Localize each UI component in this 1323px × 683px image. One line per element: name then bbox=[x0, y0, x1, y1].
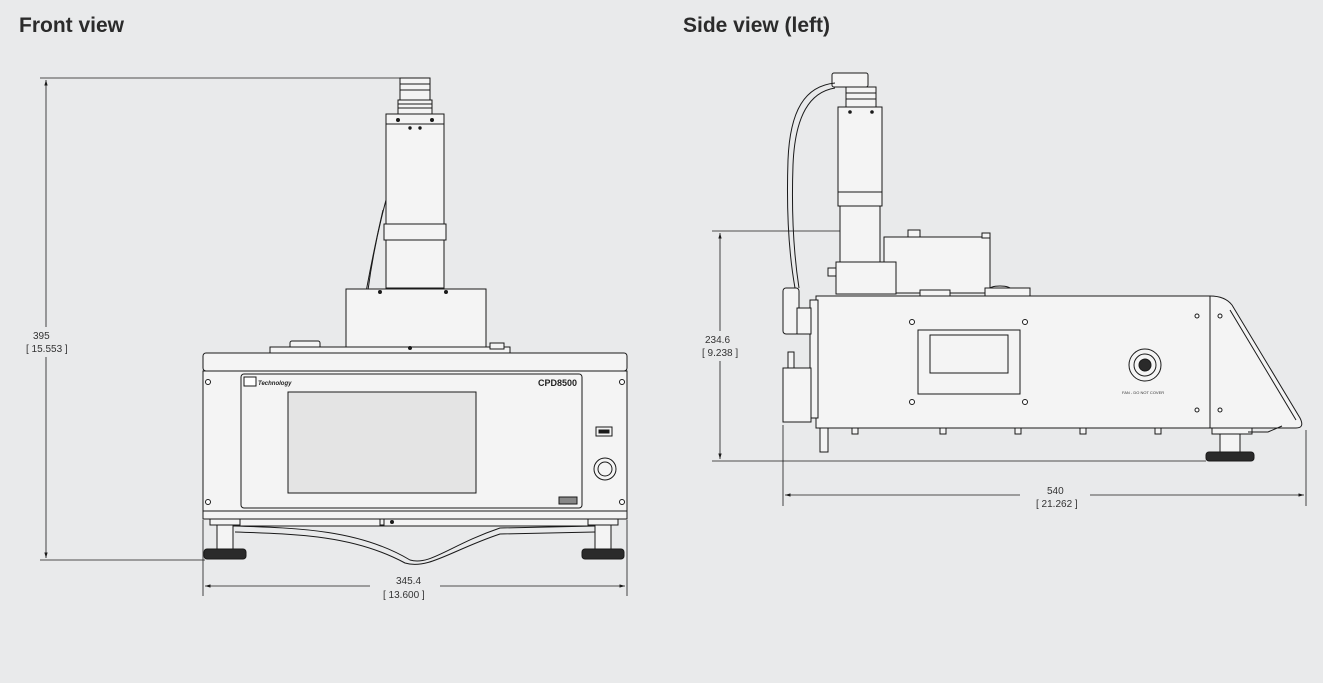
front-view-drawing bbox=[202, 77, 628, 565]
side-height-inch: [ 9.238 ] bbox=[702, 348, 738, 359]
display-screen bbox=[287, 391, 477, 494]
front-width-mm: 345.4 bbox=[396, 576, 421, 587]
front-logo-badge bbox=[243, 376, 257, 387]
fan-vent bbox=[1128, 348, 1162, 382]
side-length-inch: [ 21.262 ] bbox=[1036, 499, 1078, 510]
front-piston-column bbox=[365, 113, 447, 293]
side-main-body bbox=[815, 295, 1303, 429]
side-view-drawing bbox=[782, 72, 1303, 462]
front-view-title: Front view bbox=[19, 14, 125, 37]
front-dimensions bbox=[40, 77, 628, 596]
side-rear-box bbox=[883, 236, 991, 294]
front-right-foot bbox=[581, 518, 625, 560]
front-lid bbox=[202, 352, 628, 372]
side-view-title: Side view (left) bbox=[683, 14, 831, 37]
front-top-connector bbox=[397, 77, 433, 115]
side-foot bbox=[1205, 427, 1255, 462]
front-width-inch: [ 13.600 ] bbox=[383, 590, 425, 601]
side-height-mm: 234.6 bbox=[705, 335, 730, 346]
side-top-connector bbox=[831, 72, 877, 108]
front-logo-text: Technology bbox=[258, 381, 292, 387]
front-left-foot bbox=[203, 518, 247, 560]
front-model-label: CPD8500 bbox=[538, 378, 577, 388]
front-height-mm: 395 bbox=[33, 331, 50, 342]
fan-warning-label: FAN - DO NOT COVER bbox=[1122, 390, 1164, 395]
front-height-inch: [ 15.553 ] bbox=[26, 344, 68, 355]
side-dimensions bbox=[712, 230, 1307, 506]
front-top-block bbox=[345, 288, 487, 348]
side-piston-column bbox=[837, 106, 883, 263]
side-length-mm: 540 bbox=[1047, 486, 1064, 497]
